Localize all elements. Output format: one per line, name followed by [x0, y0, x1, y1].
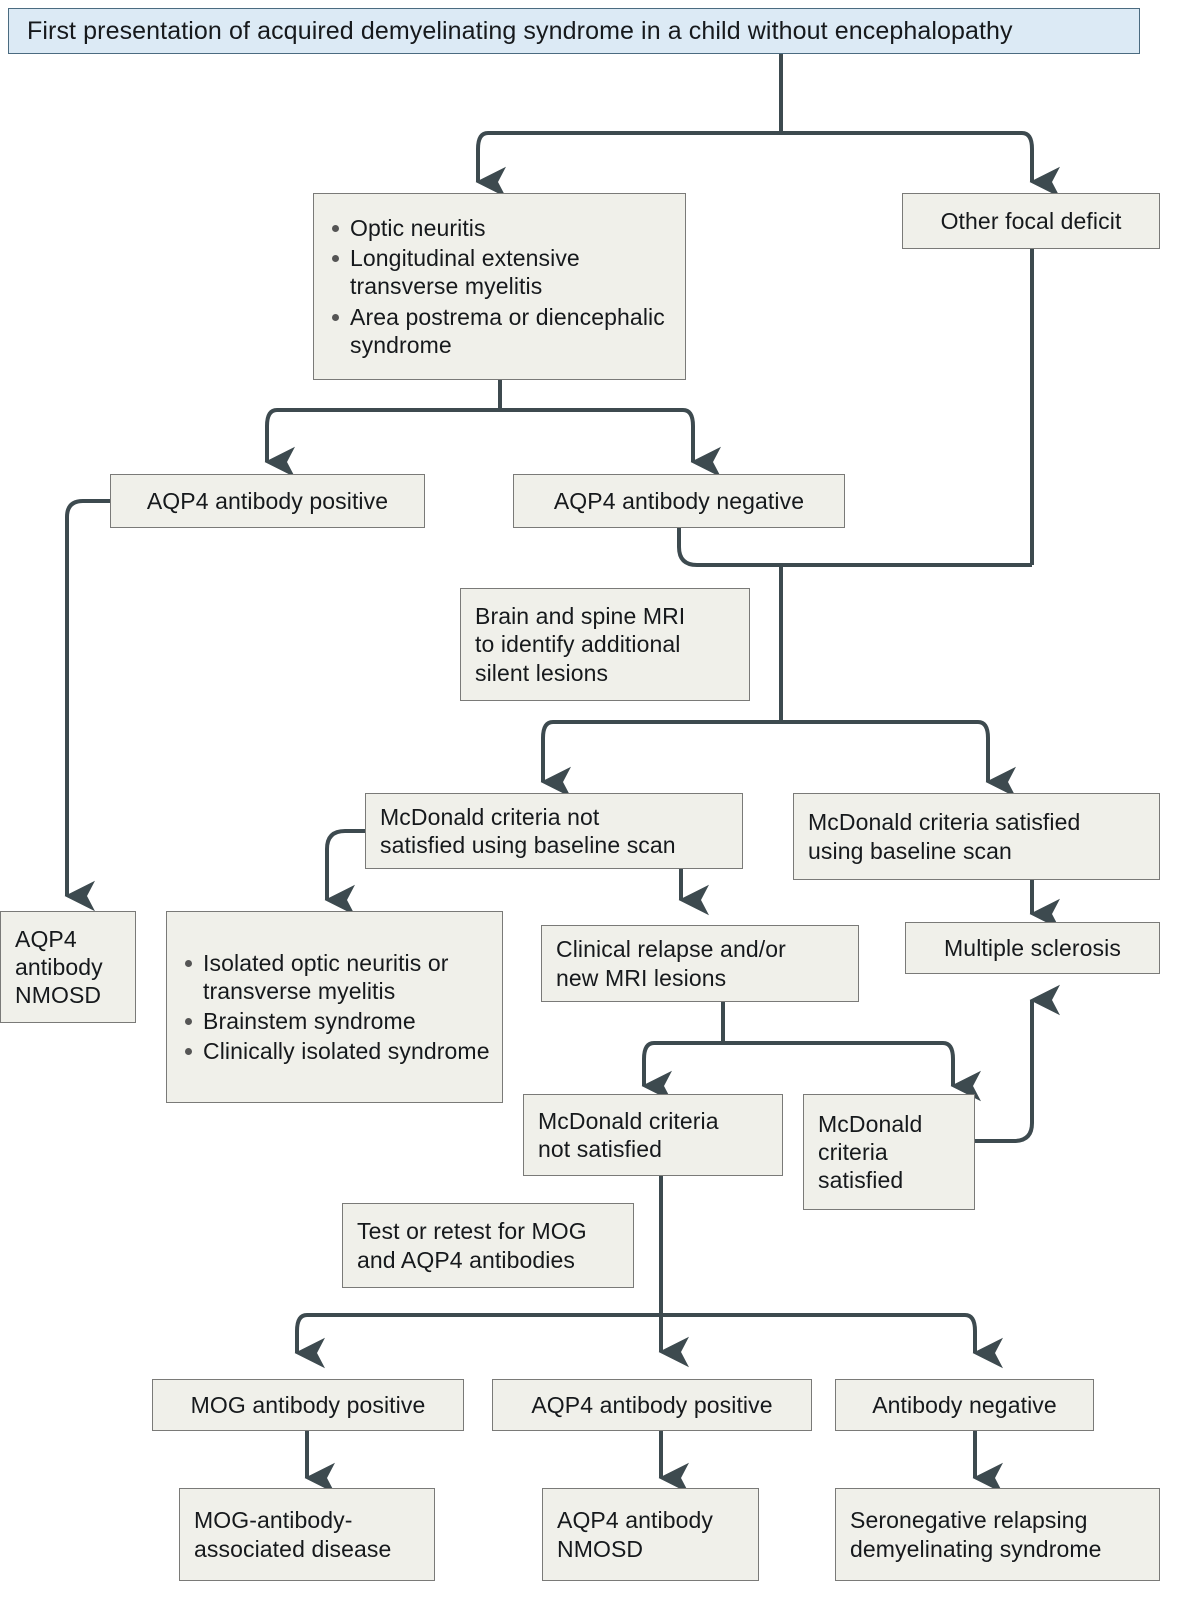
list-item: Longitudinal extensive transverse myelit… [332, 244, 673, 300]
list-item: Brainstem syndrome [185, 1007, 490, 1035]
wire-mcdonaldsat-to-ms [975, 984, 1060, 1143]
list-item: Isolated optic neuritis or transverse my… [185, 949, 490, 1005]
antibody-negative-text: Antibody negative [872, 1391, 1057, 1418]
list-item: Area postrema or diencephalic syndrome [332, 303, 673, 359]
mcdonald-satisfied-text: McDonald criteria satisfied [818, 1110, 923, 1194]
node-multiple-sclerosis: Multiple sclerosis [905, 922, 1160, 974]
aqp4-nmosd-bottom-text: AQP4 antibody NMOSD [557, 1507, 714, 1562]
wire-to-presentation [475, 131, 506, 198]
node-brain-spine-mri: Brain and spine MRI to identify addition… [460, 588, 750, 701]
node-mcdonald-satisfied-baseline: McDonald criteria satisfied using baseli… [793, 793, 1160, 880]
isolated-bullet-list: Isolated optic neuritis or transverse my… [167, 949, 502, 1065]
wire-to-aqp4-pos [264, 408, 295, 478]
node-mcdonald-criteria-satisfied: McDonald criteria satisfied [803, 1094, 975, 1210]
node-title: First presentation of acquired demyelina… [8, 8, 1140, 54]
wire-to-mcdonald-not [641, 1041, 672, 1102]
aqp4-negative-text: AQP4 antibody negative [553, 487, 805, 514]
mcdonald-not-satisfied-text: McDonald criteria not satisfied [538, 1107, 719, 1162]
mcdonald-satisfied-baseline-text: McDonald criteria satisfied using baseli… [808, 809, 1081, 864]
aqp4-positive-text: AQP4 antibody positive [146, 487, 389, 514]
seronegative-text: Seronegative relapsing demyelinating syn… [850, 1507, 1102, 1562]
node-presentation-list: Optic neuritis Longitudinal extensive tr… [313, 193, 686, 380]
multiple-sclerosis-text: Multiple sclerosis [944, 934, 1121, 961]
node-antibody-negative: Antibody negative [835, 1379, 1094, 1431]
aqp4-nmosd-left-text: AQP4 antibody NMOSD [15, 925, 103, 1009]
wire-to-aqp4-neg [682, 408, 721, 478]
node-seronegative-relapsing: Seronegative relapsing demyelinating syn… [835, 1488, 1160, 1581]
mcdonald-not-satisfied-baseline-text: McDonald criteria not satisfied using ba… [380, 803, 676, 858]
node-mog-antibody-positive: MOG antibody positive [152, 1379, 464, 1431]
node-mcdonald-criteria-not-satisfied: McDonald criteria not satisfied [523, 1094, 783, 1176]
presentation-bullet-list: Optic neuritis Longitudinal extensive tr… [314, 214, 685, 358]
wire-to-mcdonald-sat [942, 1041, 981, 1102]
list-item: Optic neuritis [332, 214, 673, 242]
mogad-text: MOG-antibody- associated disease [194, 1507, 392, 1562]
node-mcdonald-not-satisfied-baseline: McDonald criteria not satisfied using ba… [365, 793, 743, 869]
brain-spine-mri-text: Brain and spine MRI to identify addition… [475, 603, 686, 686]
node-clinical-relapse: Clinical relapse and/or new MRI lesions [541, 925, 859, 1002]
node-aqp4-antibody-positive-2: AQP4 antibody positive [492, 1379, 812, 1431]
node-aqp4-antibody-negative: AQP4 antibody negative [513, 474, 845, 528]
test-retest-text: Test or retest for MOG and AQP4 antibodi… [357, 1218, 587, 1273]
wire-to-mcdonald-baseline [977, 720, 1016, 798]
node-other-focal-deficit: Other focal deficit [902, 193, 1160, 249]
list-item: Clinically isolated syndrome [185, 1038, 490, 1065]
mog-positive-text: MOG antibody positive [190, 1391, 426, 1418]
aqp4-positive-2-text: AQP4 antibody positive [531, 1391, 773, 1418]
wire-to-mog-pos [294, 1313, 325, 1369]
node-mog-antibody-associated-disease: MOG-antibody- associated disease [179, 1488, 435, 1581]
wire-to-mcdonald-not-baseline [540, 720, 571, 798]
wire-to-other-focal [1021, 131, 1060, 198]
node-aqp4-antibody-positive: AQP4 antibody positive [110, 474, 425, 528]
clinical-relapse-text: Clinical relapse and/or new MRI lesions [556, 936, 786, 991]
node-aqp4-antibody-nmosd-bottom: AQP4 antibody NMOSD [542, 1488, 759, 1581]
node-test-or-retest: Test or retest for MOG and AQP4 antibodi… [342, 1203, 634, 1288]
node-isolated-syndrome-list: Isolated optic neuritis or transverse my… [166, 911, 503, 1103]
wire-aqp4pos-to-nmosd [64, 499, 110, 912]
wire-aqp4neg-merge [677, 524, 1032, 567]
node-aqp4-antibody-nmosd-left: AQP4 antibody NMOSD [0, 911, 136, 1023]
title-text: First presentation of acquired demyelina… [27, 16, 1013, 45]
wire-to-ab-neg [964, 1313, 1003, 1369]
other-focal-deficit-text: Other focal deficit [940, 207, 1122, 234]
wire-mcdonald-to-isolated [324, 829, 366, 916]
